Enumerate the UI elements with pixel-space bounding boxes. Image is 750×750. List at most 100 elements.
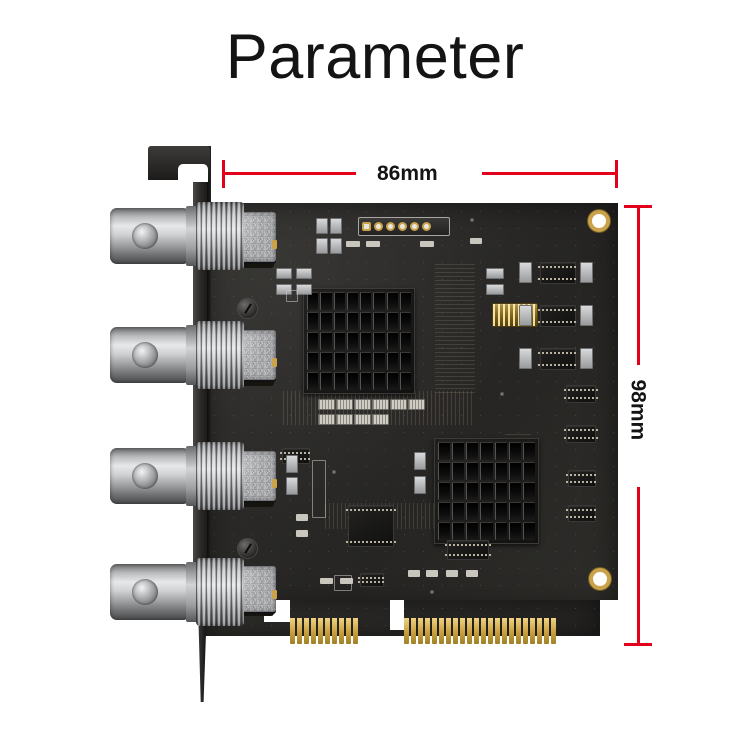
support-ic-6: [564, 385, 598, 403]
capacitor: [286, 477, 298, 495]
resistor: [408, 570, 420, 577]
via: [470, 218, 474, 222]
silkscreen-mark: [286, 290, 298, 302]
bnc-connector-4: [110, 556, 244, 628]
height-dim-line-bottom: [637, 487, 640, 646]
shield-tab-2: [272, 358, 277, 367]
capacitor: [276, 268, 292, 279]
shield-base-3: [216, 497, 274, 507]
support-ic-3: [538, 262, 578, 284]
resistor-array: [354, 414, 371, 425]
bnc-thread-2: [196, 321, 244, 389]
resistor: [446, 570, 458, 577]
bnc-collar-3: [186, 446, 198, 506]
capacitor: [316, 218, 328, 234]
resistor: [346, 241, 360, 247]
bnc-barrel-3: [110, 448, 190, 504]
resistor: [296, 530, 308, 537]
header-pin-6: [422, 222, 431, 231]
pcie-fingers-long: [404, 618, 556, 644]
capacitor: [580, 262, 593, 283]
mounting-hole-bottom-right: [589, 568, 611, 590]
bracket-bottom-tip: [198, 604, 207, 702]
shield-base-4: [216, 608, 274, 616]
via: [430, 590, 434, 594]
shield-base-1: [216, 258, 274, 268]
height-dim-line-top: [637, 205, 640, 365]
width-dim-line-left: [222, 172, 356, 175]
support-ic-10: [358, 573, 386, 587]
capacitor: [330, 218, 342, 234]
header-pin-4: [398, 222, 407, 231]
width-dim-tick-right: [615, 160, 618, 188]
resistor: [426, 570, 438, 577]
pcb-corner-cutout: [600, 600, 622, 640]
capacitor: [486, 268, 504, 279]
via: [500, 392, 504, 396]
resistor: [320, 578, 333, 584]
via: [332, 470, 336, 474]
heatsink-lower: [434, 438, 539, 544]
bnc-connector-2: [110, 319, 244, 391]
bnc-barrel-4: [110, 564, 190, 620]
bnc-thread-3: [196, 442, 244, 510]
capacitor: [580, 305, 593, 326]
mounting-screw-1: [237, 298, 258, 319]
capacitor: [580, 348, 593, 369]
header-pin-5: [410, 222, 419, 231]
pcie-key-notch-mid: [390, 600, 404, 630]
capacitor: [296, 284, 312, 295]
support-ic-1: [445, 540, 491, 560]
support-ic-4: [538, 305, 578, 327]
resistor: [340, 578, 353, 584]
resistor: [420, 241, 434, 247]
width-dim-label: 86mm: [377, 162, 438, 185]
header-pin-3: [386, 222, 395, 231]
capacitor: [286, 455, 298, 473]
capacitor: [296, 268, 312, 279]
width-dim-tick-left: [222, 160, 225, 188]
bnc-connector-1: [110, 200, 244, 272]
bnc-thread-1: [196, 202, 244, 270]
header-pin-2: [374, 222, 383, 231]
height-dim-tick-top: [624, 205, 652, 208]
bnc-collar-1: [186, 206, 198, 266]
shield-tab-1: [272, 240, 277, 249]
bnc-thread-4: [196, 558, 244, 626]
resistor: [366, 241, 380, 247]
bnc-collar-2: [186, 325, 198, 385]
capacitor: [519, 262, 532, 283]
resistor-array: [318, 414, 335, 425]
bnc-barrel-2: [110, 327, 190, 383]
resistor-array: [318, 399, 335, 410]
support-ic-5: [538, 348, 578, 370]
mounting-hole-top-right: [588, 210, 610, 232]
resistor: [296, 514, 308, 521]
bnc-barrel-1: [110, 208, 190, 264]
header-pin-1: [362, 222, 371, 231]
resistor-array: [390, 399, 407, 410]
silkscreen-outline: [312, 460, 326, 518]
resistor: [470, 238, 482, 244]
capacitor: [519, 305, 532, 326]
bracket-tab-notch: [178, 164, 208, 182]
page-title: Parameter: [225, 22, 525, 92]
support-ic-7: [564, 425, 598, 443]
pcb-traces-b: [435, 263, 475, 393]
support-ic-8: [566, 470, 598, 487]
mounting-screw-2: [237, 538, 258, 559]
shield-tab-3: [272, 479, 277, 488]
support-ic-9: [566, 505, 598, 522]
capacitor: [414, 452, 426, 470]
silkscreen-outline: [334, 575, 352, 591]
capacitor: [276, 284, 292, 295]
resistor-array: [372, 414, 389, 425]
capacitor: [414, 476, 426, 494]
capacitor: [486, 284, 504, 295]
main-controller-ic: [346, 505, 396, 547]
height-dim-label: 98mm: [626, 379, 650, 441]
resistor-array: [372, 399, 389, 410]
bnc-collar-4: [186, 562, 198, 622]
